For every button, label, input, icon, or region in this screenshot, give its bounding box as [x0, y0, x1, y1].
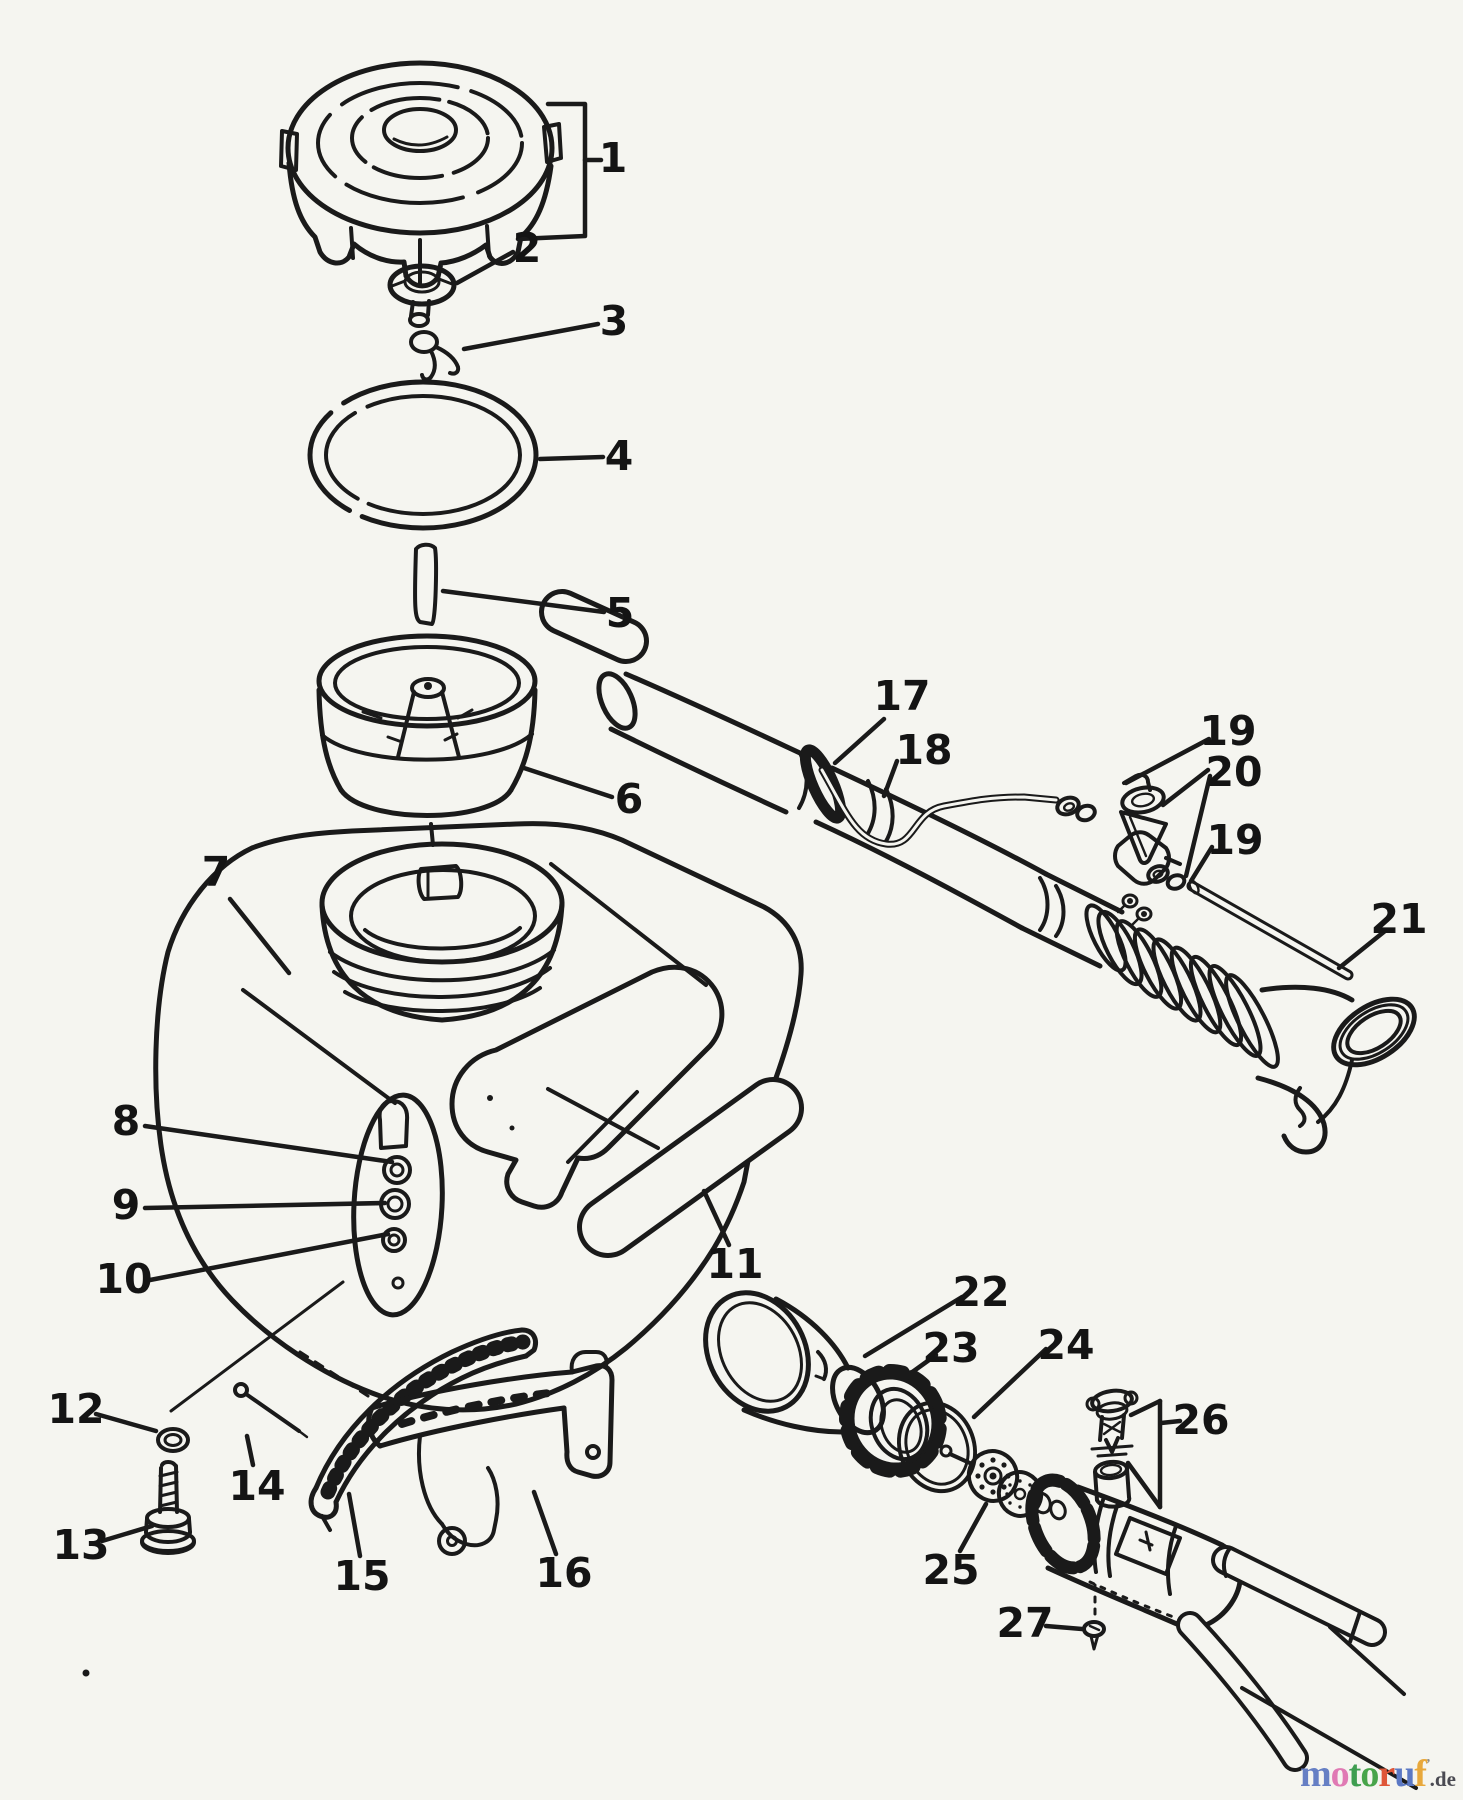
callout-25-leader: [957, 1501, 989, 1554]
callout-25-label: 25: [922, 1546, 979, 1594]
callout-6-leader: [521, 765, 615, 800]
callout-4-label: 4: [605, 432, 634, 480]
part-1-cap-drawing: [279, 60, 563, 289]
callout-26-leader: [1128, 1398, 1163, 1418]
part-19-20-nozzle-valve-drawing: [1055, 772, 1187, 927]
callout-21-label: 21: [1370, 895, 1427, 943]
callout-18-leader: [881, 758, 900, 799]
callout-26-leader: [1125, 1460, 1163, 1510]
callout-3-leader: [461, 321, 601, 352]
callout-16-leader: [531, 1489, 559, 1557]
part-14-pin-drawing: [233, 1382, 309, 1439]
callout-2-label: 2: [513, 224, 542, 272]
callout-15-leader: [346, 1491, 363, 1559]
callout-8-label: 8: [112, 1097, 141, 1145]
part-7-tank-drawing: [153, 821, 804, 1413]
callout-22-leader: [862, 1294, 965, 1359]
part-18-feed-hose-drawing: [818, 766, 1060, 848]
callout-20-leader: [1183, 773, 1213, 879]
callout-21-leader: [1336, 928, 1388, 971]
part-27-screw-drawing: [1082, 1583, 1106, 1651]
motoruf-watermark-logo: motoruf’.de: [1300, 1753, 1456, 1795]
part-4-gasket-drawing: [307, 379, 539, 531]
callout-4-leader: [537, 454, 606, 462]
callout-3-label: 3: [600, 297, 629, 345]
callout-10-leader: [147, 1231, 391, 1283]
callout-17-leader: [832, 716, 887, 766]
projection-line: [169, 1280, 345, 1413]
part-22-funnel-drawing: [703, 1290, 886, 1436]
callout-6-label: 6: [615, 775, 644, 823]
callout-2-leader: [454, 249, 516, 286]
callout-24-label: 24: [1037, 1321, 1094, 1369]
callout-26-leader: [1158, 1418, 1183, 1426]
callout-1-leader: [515, 101, 588, 242]
callout-5-leader: [440, 588, 607, 615]
part-5-standpipe-drawing: [413, 542, 438, 626]
callout-19-label: 19: [1199, 707, 1256, 755]
part-21-feed-tube-drawing: [1186, 879, 1354, 981]
part-3-clip-drawing: [409, 330, 461, 382]
part-13-bolt-drawing: [140, 1460, 196, 1555]
callout-20-leader: [1160, 767, 1211, 808]
callout-19-leader: [1123, 736, 1212, 786]
callout-7-leader: [227, 896, 292, 976]
callout-12-label: 12: [47, 1385, 104, 1433]
callout-15-label: 15: [333, 1552, 390, 1600]
part-6-strainer-bowl-drawing: [316, 633, 538, 847]
callout-9-label: 9: [112, 1181, 141, 1229]
callout-19-leader: [1188, 844, 1215, 884]
callout-24-leader: [971, 1346, 1049, 1420]
callout-27-label: 27: [996, 1599, 1053, 1647]
callout-18-label: 18: [895, 726, 952, 774]
callout-23-leader: [908, 1352, 939, 1376]
callout-22-label: 22: [952, 1268, 1009, 1316]
callout-13-leader: [99, 1523, 155, 1544]
callout-5-label: 5: [606, 589, 635, 637]
callout-14-label: 14: [228, 1462, 285, 1510]
callout-13-label: 13: [52, 1521, 109, 1569]
callout-26-label: 26: [1172, 1396, 1229, 1444]
part-24-oring-drawing: [896, 1400, 978, 1494]
callout-12-leader: [93, 1411, 159, 1434]
callout-16-label: 16: [535, 1549, 592, 1597]
callout-8-leader: [142, 1123, 395, 1165]
stray-dot: [82, 1669, 90, 1677]
callout-27-leader: [1043, 1623, 1085, 1632]
part-17-spray-tube-drawing: [539, 589, 1417, 1155]
part-11-pad-drawing: [577, 1077, 804, 1258]
part-15-strap-drawing: [308, 1327, 538, 1532]
callout-14-leader: [244, 1433, 256, 1468]
part-12-oring-drawing: [156, 1427, 190, 1453]
callout-10-label: 10: [95, 1255, 152, 1303]
part-2-vent-valve-drawing: [387, 263, 457, 328]
part-23-ring-nut-drawing: [839, 1363, 947, 1479]
callout-17-label: 17: [873, 672, 930, 720]
callout-23-label: 23: [922, 1324, 979, 1372]
callout-11-label: 11: [706, 1240, 763, 1288]
callout-20-label: 20: [1205, 748, 1262, 796]
callout-11-leader: [701, 1188, 732, 1248]
callout-1-label: 1: [599, 134, 628, 182]
callout-7-label: 7: [202, 848, 231, 896]
part-26-tap-drawing: [1085, 1388, 1139, 1509]
callout-9-leader: [142, 1200, 388, 1211]
pump-body-drawing: [1025, 1473, 1418, 1790]
callout-19-label: 19: [1206, 816, 1263, 864]
part-16-bracket-drawing: [366, 1350, 615, 1556]
